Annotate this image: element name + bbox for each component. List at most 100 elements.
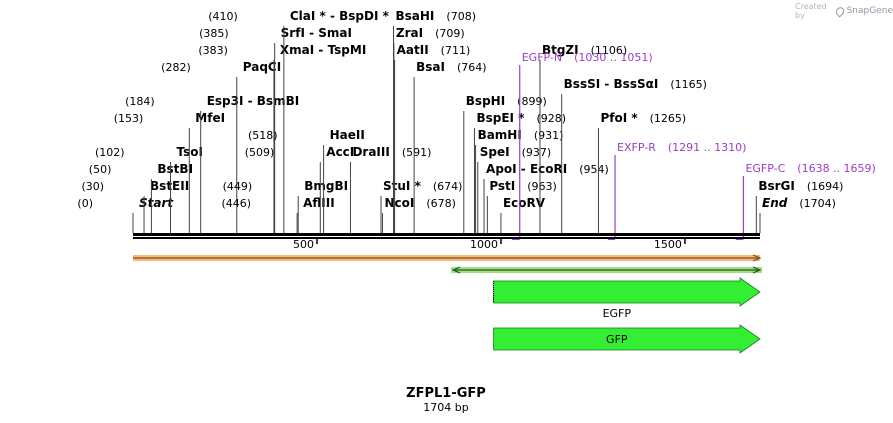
site-acci[interactable]: AccI (509) (245, 145, 355, 233)
site-name: End (762, 196, 788, 210)
site-name: MfeI (195, 111, 225, 125)
site-position: (1265) (650, 112, 687, 125)
site-position: (954) (579, 163, 609, 176)
site-bsphi[interactable]: BspHI(899) (463, 94, 547, 233)
site-position: (446) (222, 197, 252, 210)
site-position: (937) (522, 146, 552, 159)
region-arrowhead-left (451, 266, 461, 274)
site-position: (509) (245, 146, 275, 159)
site-bspei[interactable]: BspEI *(928) (473, 111, 566, 233)
ruler-tick-label: 1500 (654, 238, 682, 251)
restriction-sites: Start(0)BstEII(30)BstBI(50)TsoI(102)MfeI… (77, 9, 843, 233)
site-aatii[interactable]: AatII(711) (394, 43, 471, 233)
feature-egfp[interactable]: EGFP (493, 277, 761, 320)
site-bstbi[interactable]: BstBI (50) (89, 162, 193, 233)
site-position: (963) (527, 180, 557, 193)
site-name: HaeII (330, 128, 365, 142)
feature-gfp[interactable]: GFP (493, 324, 761, 354)
site-name: StuI * (383, 179, 422, 193)
region-arrowhead-right (752, 266, 762, 274)
site-clai-bspdi[interactable]: ClaI * - BspDI *(410) (208, 9, 390, 233)
site-psti[interactable]: PstI (963) (486, 179, 557, 233)
site-bsssi-bsss-i[interactable]: BssSI - BssSαI(1165) (561, 77, 707, 233)
primer-exfp-r[interactable]: EXFP-R(1291 .. 1310) (608, 141, 746, 240)
site-paqci[interactable]: PaqCI (282) (161, 60, 281, 233)
site-name: SpeI (480, 145, 510, 159)
site-position: (102) (95, 146, 125, 159)
backbone-bottom-strand (133, 237, 760, 239)
site-pfoi[interactable]: PfoI *(1265) (597, 111, 687, 233)
site-position: (383) (198, 44, 228, 57)
site-name: SrfI - SmaI (281, 26, 352, 40)
site-name: BstBI (157, 162, 193, 176)
site-position: (385) (199, 27, 229, 40)
site-bsrgi[interactable]: BsrGI(1694) (755, 179, 843, 233)
primer-name: EXFP-R (617, 141, 656, 154)
site-spei[interactable]: SpeI (937) (477, 145, 552, 233)
site-position: (282) (161, 61, 191, 74)
site-position: (1704) (799, 197, 836, 210)
site-position: (1106) (591, 44, 628, 57)
site-position: (410) (208, 10, 238, 23)
site-bsteii[interactable]: BstEII (30) (81, 179, 189, 233)
site-position: (764) (457, 61, 487, 74)
feature-label: GFP (606, 333, 628, 346)
primer-name: EGFP-C (745, 162, 785, 175)
site-name: BamHI (478, 128, 522, 142)
primer-range: (1638 .. 1659) (797, 162, 876, 175)
site-name: NcoI (384, 196, 414, 210)
site-name: Start (139, 196, 174, 210)
snapgene-credit: Created by SnapGene (795, 2, 893, 20)
feature-label: EGFP (603, 307, 632, 320)
site-position: (30) (81, 180, 104, 193)
site-btgzi[interactable]: BtgZI(1106) (539, 43, 628, 233)
site-haeii[interactable]: HaeII (518) (248, 128, 365, 233)
site-srfi-smai[interactable]: SrfI - SmaI (385) (199, 26, 352, 233)
site-stui[interactable]: StuI *(674) (380, 179, 462, 233)
site-afliii[interactable]: AflIII (446) (222, 196, 335, 233)
ruler-tick-label: 500 (293, 238, 314, 251)
site-name: PstI (489, 179, 515, 193)
site-ecorv[interactable]: EcoRV (500, 196, 546, 233)
site-name: BsaHI (396, 9, 435, 23)
sequence-length: 1704 bp (423, 401, 468, 414)
credit-prefix: Created by (795, 2, 827, 20)
primer-egfp-n[interactable]: EGFP-N(1030 .. 1051) (511, 51, 653, 240)
site-name: PaqCI (243, 60, 281, 74)
site-name: EcoRV (503, 196, 546, 210)
site-esp3i-bsmbi[interactable]: Esp3I - BsmBI(184) (125, 94, 299, 233)
site-position: (518) (248, 129, 278, 142)
site-ncoi[interactable]: NcoI(678) (381, 196, 456, 233)
site-bamhi[interactable]: BamHI(931) (475, 128, 564, 233)
site-xmai-tspmi[interactable]: XmaI - TspMI(383) (198, 43, 366, 233)
site-name: AflIII (303, 196, 335, 210)
site-bmgbi[interactable]: BmgBI(449) (223, 179, 348, 233)
site-bsai[interactable]: BsaI (764) (413, 60, 487, 233)
feature-region[interactable] (451, 266, 762, 274)
features: EGFP GFP (133, 254, 762, 354)
site-position: (50) (89, 163, 112, 176)
site-bsahi[interactable]: BsaHI (708) (393, 9, 477, 233)
site-name: ZraI (396, 26, 423, 40)
cds-arrow (493, 277, 761, 307)
site-name: BstEII (150, 179, 189, 193)
feature-backbone[interactable] (133, 254, 762, 262)
site-name: AccI (326, 145, 354, 159)
site-position: (0) (77, 197, 93, 210)
sequence-backbone (133, 233, 760, 239)
site-position: (184) (125, 95, 155, 108)
site-end[interactable]: End (1704) (759, 196, 836, 233)
site-position: (708) (446, 10, 476, 23)
site-position: (711) (441, 44, 471, 57)
sequence-title: ZFPL1-GFP (406, 386, 486, 401)
site-position: (591) (402, 146, 432, 159)
site-apoi-ecori[interactable]: ApoI - EcoRI(954) (483, 162, 609, 233)
backbone-top-strand (133, 233, 760, 236)
site-mfei[interactable]: MfeI(153) (114, 111, 225, 233)
backbone-arrowhead (752, 254, 762, 262)
site-name: BsaI (416, 60, 445, 74)
site-start[interactable]: Start (0) (77, 196, 174, 233)
site-draiii[interactable]: DraIII(591) (349, 145, 432, 233)
